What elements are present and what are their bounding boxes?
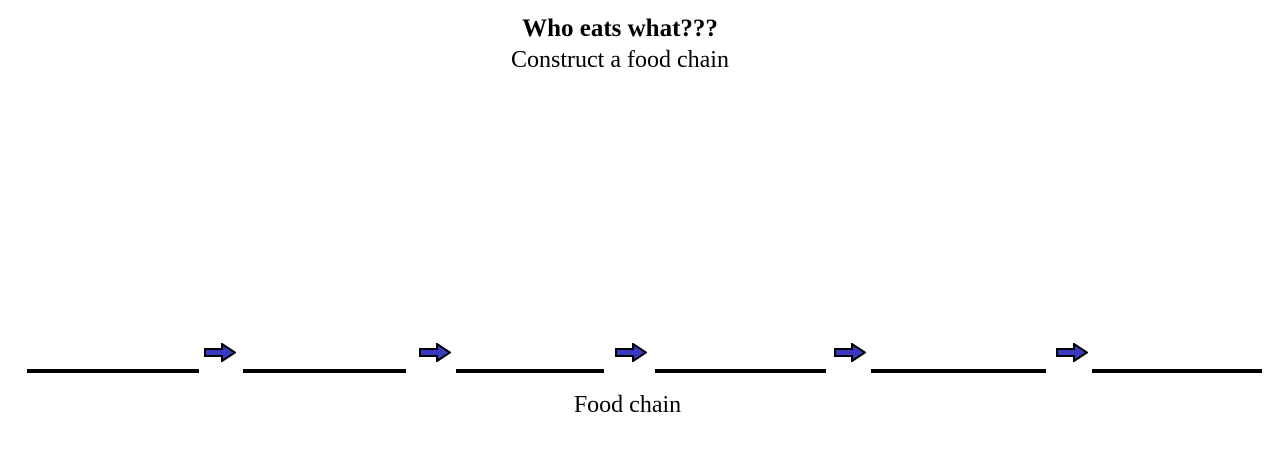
right-arrow-icon: [419, 343, 451, 362]
right-arrow-icon: [615, 343, 647, 362]
right-arrow-shape: [419, 343, 451, 362]
right-arrow-shape: [204, 343, 236, 362]
food-chain-blank-1[interactable]: [27, 369, 199, 373]
right-arrow-icon: [834, 343, 866, 362]
food-chain-blank-3[interactable]: [456, 369, 604, 373]
right-arrow-shape: [834, 343, 866, 362]
page-subtitle: Construct a food chain: [511, 47, 729, 73]
food-chain-blank-6[interactable]: [1092, 369, 1262, 373]
right-arrow-icon: [204, 343, 236, 362]
food-chain-blank-4[interactable]: [655, 369, 826, 373]
food-chain-blank-2[interactable]: [243, 369, 406, 373]
page-title: Who eats what???: [522, 15, 718, 42]
right-arrow-shape: [615, 343, 647, 362]
right-arrow-shape: [1056, 343, 1088, 362]
food-chain-blank-5[interactable]: [871, 369, 1046, 373]
food-chain-label: Food chain: [573, 392, 682, 418]
right-arrow-icon: [1056, 343, 1088, 362]
worksheet-header: Who eats what??? Construct a food chain: [0, 14, 1240, 76]
